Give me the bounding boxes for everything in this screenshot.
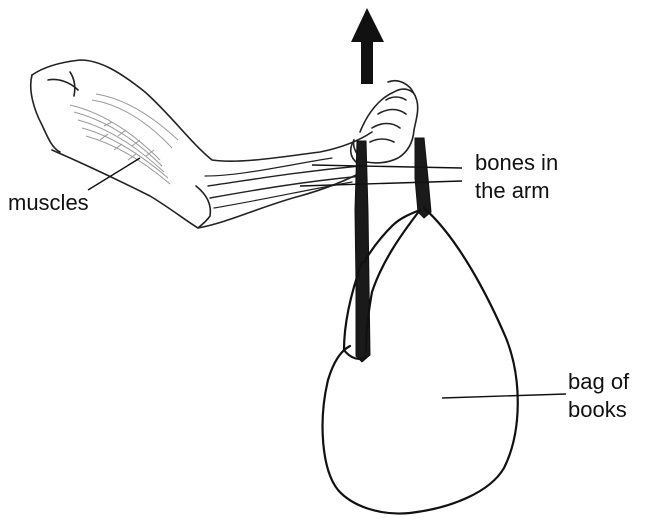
bones-label-line-1: bones in	[475, 149, 558, 177]
bones-leader-line-upper	[312, 165, 462, 168]
bag-label: bag of books	[568, 368, 629, 424]
bones-leader-line-lower	[300, 181, 462, 186]
bag-label-line-1: bag of	[568, 368, 629, 396]
bones-label-line-2: the arm	[475, 177, 558, 205]
muscles-label-text: muscles	[8, 190, 89, 215]
bones-label: bones in the arm	[475, 149, 558, 205]
bag-leader-line	[442, 394, 566, 398]
bag-drawing	[323, 208, 518, 514]
muscles-label: muscles	[8, 189, 89, 217]
up-arrow-icon	[351, 8, 384, 84]
muscles-leader-line	[88, 158, 140, 190]
bag-label-line-2: books	[568, 396, 629, 424]
